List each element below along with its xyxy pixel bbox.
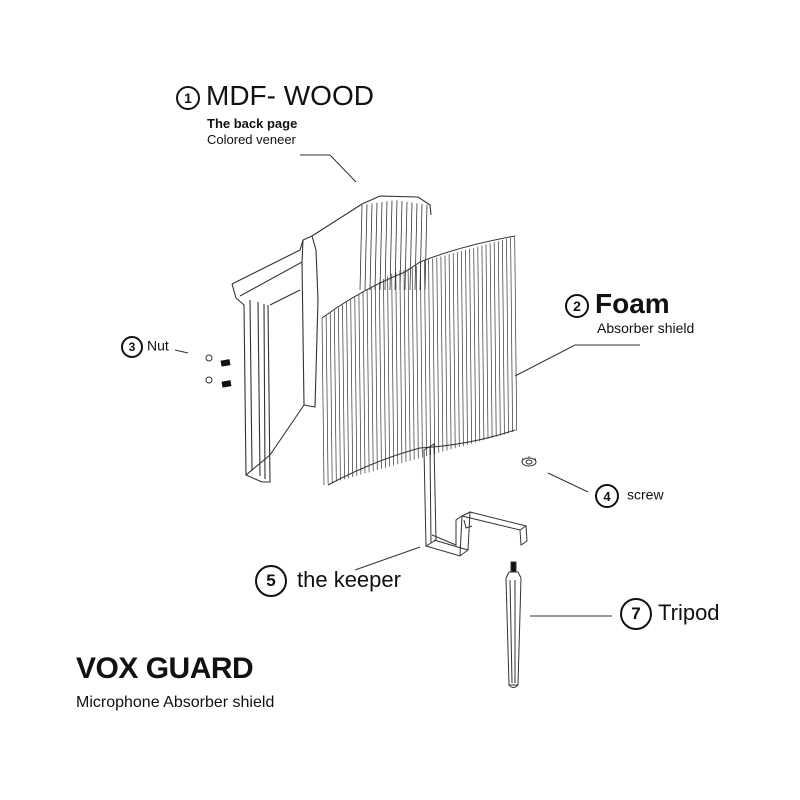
label-foam-number: 2	[565, 293, 589, 318]
drawing-stroke	[366, 289, 370, 473]
drawing-stroke	[432, 258, 436, 454]
drawing-stroke	[384, 201, 388, 291]
drawing-stroke	[411, 267, 415, 460]
drawing-stroke	[415, 265, 419, 459]
drawing-stroke	[440, 256, 444, 452]
drawing-stroke	[409, 202, 413, 291]
drawing-stroke	[403, 269, 407, 463]
drawing-stroke	[414, 203, 418, 291]
label-tripod-number: 7	[620, 598, 652, 630]
drawing-stroke	[342, 304, 345, 480]
drawing-stroke	[389, 200, 393, 291]
drawing-stroke	[448, 254, 452, 450]
drawing-stroke	[354, 297, 358, 476]
drawing-stroke	[506, 238, 509, 434]
drawing-stroke	[510, 237, 513, 433]
drawing-stroke	[321, 317, 325, 486]
drawing-stroke	[502, 239, 505, 435]
label-keeper: 5 the keeper	[255, 565, 401, 597]
drawing-stroke	[364, 204, 368, 291]
label-tripod-title: Tripod	[658, 599, 720, 625]
product-title: VOX GUARD	[76, 652, 254, 685]
drawing-stroke	[481, 245, 485, 441]
label-foam-title: Foam	[595, 288, 670, 319]
label-nut-title: Nut	[147, 337, 169, 354]
label-screw: 4 screw	[595, 484, 664, 508]
drawing-stroke	[404, 201, 408, 291]
drawing-stroke	[424, 260, 427, 457]
mdf-back-panel-icon	[231, 195, 432, 483]
nut-icon	[205, 354, 232, 388]
drawing-stroke	[407, 268, 411, 461]
label-keeper-number: 5	[255, 565, 287, 597]
drawing-stroke	[473, 247, 477, 443]
drawing-stroke	[469, 248, 472, 444]
drawing-stroke	[489, 243, 493, 438]
drawing-stroke	[452, 253, 456, 449]
label-back-page: The back page	[207, 116, 298, 131]
keeper-bracket-icon	[423, 443, 528, 557]
drawing-stroke	[465, 249, 468, 445]
foam-shield-icon	[321, 235, 518, 486]
drawing-stroke	[362, 291, 366, 474]
drawing-stroke	[370, 286, 374, 472]
drawing-stroke	[485, 244, 489, 440]
tripod-icon	[505, 561, 522, 688]
drawing-stroke	[428, 259, 431, 456]
drawing-stroke	[369, 203, 373, 291]
drawing-stroke	[338, 307, 341, 481]
drawing-stroke	[514, 236, 518, 431]
leader-line-screw	[547, 472, 589, 493]
leader-line-foam	[514, 344, 640, 377]
leader-line-keeper	[354, 546, 421, 571]
drawing-stroke	[379, 201, 383, 291]
label-colored-veneer: Colored veneer	[207, 132, 296, 147]
drawing-stroke	[333, 310, 337, 482]
drawing-stroke	[374, 284, 378, 471]
screw-icon	[521, 456, 537, 467]
label-mdf-number: 1	[176, 85, 200, 110]
label-keeper-title: the keeper	[297, 566, 401, 592]
drawing-stroke	[350, 299, 354, 477]
drawing-stroke	[497, 241, 501, 436]
drawing-stroke	[436, 257, 440, 453]
drawing-stroke	[456, 252, 460, 448]
drawing-stroke	[346, 302, 349, 479]
drawing-stroke	[358, 294, 362, 475]
drawing-stroke	[399, 270, 403, 464]
drawing-stroke	[359, 204, 363, 291]
drawing-stroke	[493, 242, 497, 437]
drawing-stroke	[391, 273, 395, 466]
drawing-stroke	[424, 204, 428, 291]
drawing-stroke	[399, 201, 403, 291]
label-screw-title: screw	[627, 486, 664, 503]
label-absorber-shield: Absorber shield	[597, 320, 695, 336]
leader-line-mdf	[300, 154, 357, 183]
product-tagline: Microphone Absorber shield	[76, 694, 275, 711]
drawing-stroke	[387, 276, 390, 467]
drawing-stroke	[374, 202, 378, 291]
drawing-stroke	[461, 250, 464, 446]
label-screw-number: 4	[595, 484, 619, 508]
label-mdf-title: MDF- WOOD	[206, 80, 374, 111]
label-nut-number: 3	[121, 336, 143, 358]
drawing-stroke	[420, 261, 423, 458]
drawing-stroke	[394, 200, 398, 291]
drawing-stroke	[444, 255, 448, 451]
drawing-stroke	[477, 246, 481, 442]
drawing-stroke	[395, 271, 399, 465]
leader-line-nut	[174, 349, 189, 354]
drawing-stroke	[383, 278, 386, 468]
drawing-stroke	[379, 281, 382, 469]
drawing-stroke	[329, 312, 333, 483]
drawing-stroke	[325, 315, 329, 484]
